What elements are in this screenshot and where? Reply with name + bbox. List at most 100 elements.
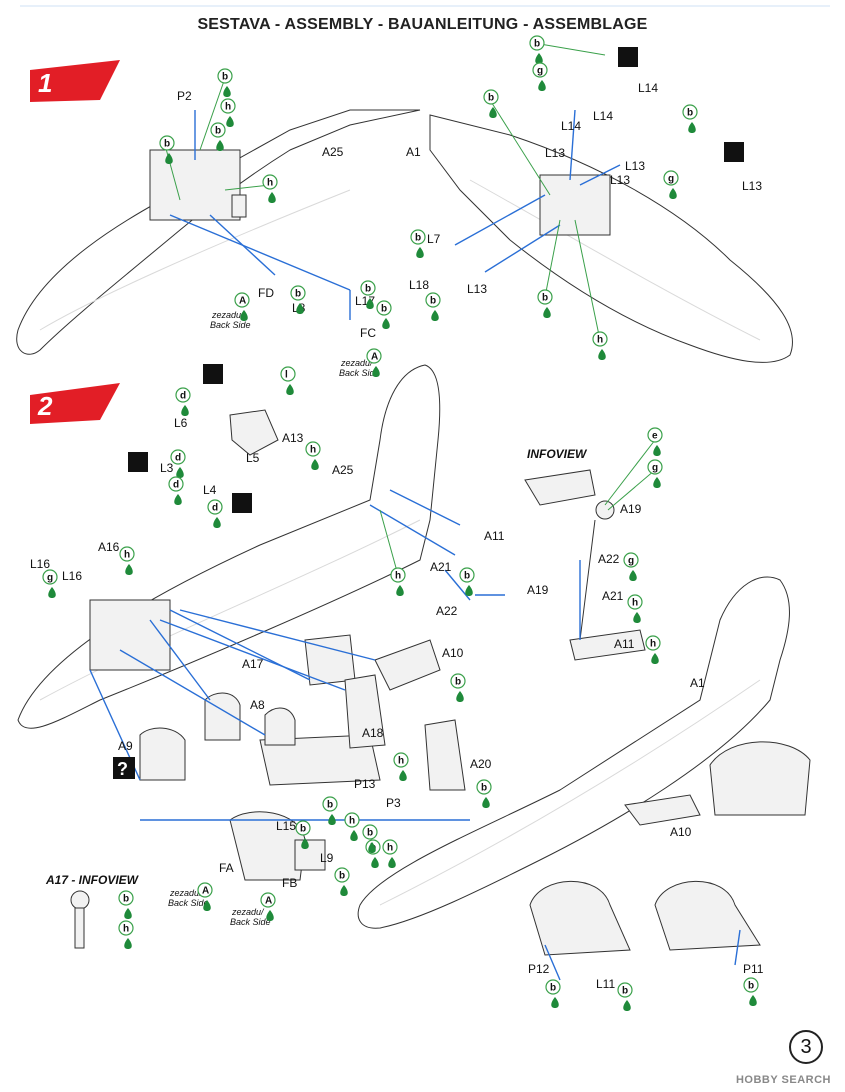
paint-drop-icon [653,445,661,456]
paint-drop-icon [372,366,380,377]
paint-code-callout: h [305,441,321,470]
paint-code-callout: h [592,331,608,360]
question-icon: ? [113,757,135,779]
paint-code-letter: b [381,304,387,315]
label-fd: FD [258,286,274,300]
paint-drop-icon [366,298,374,309]
label-a9: A9 [118,739,133,753]
paint-drop-icon [213,517,221,528]
label-a1: A1 [406,145,421,159]
paint-code-letter: b [430,296,436,307]
paint-code-callout: b [617,982,633,1011]
paint-code-callout: b [529,35,545,64]
paint-drop-icon [223,86,231,97]
paint-code-letter: g [537,66,543,77]
paint-code-callout: g [663,170,679,199]
label-p3: P3 [386,796,401,810]
label-a25-2: A25 [332,463,354,477]
paint-code-callout: A [197,882,213,911]
paint-drop-icon [456,691,464,702]
paint-drop-icon [266,910,274,921]
back-side-note-1a: zezadu/ [211,310,245,320]
paint-drop-icon [226,116,234,127]
paint-code-callout: h [118,920,134,949]
paint-code-callout: A [260,892,276,921]
paint-drop-icon [174,494,182,505]
step-1-badge: 1 [30,60,120,102]
paint-code-callout: b [425,292,441,321]
paint-drops: bhbbhbbbAAbgbbgbbbhdldddhghhbegghhbhbbhb… [42,35,759,1011]
label-a17: A17 [242,657,264,671]
label-l9: L9 [320,851,334,865]
paint-code-callout: b [476,779,492,808]
paint-drop-icon [465,585,473,596]
paint-code-callout: g [647,459,663,488]
paint-code-callout: b [376,300,392,329]
label-l4: L4 [203,483,217,497]
paint-code-letter: h [650,639,656,650]
paint-code-letter: d [212,503,218,514]
label-l5: L5 [246,451,260,465]
infoview-label-a22: A22 [598,552,620,566]
paint-code-callout: h [119,546,135,575]
paint-code-letter: h [398,756,404,767]
paint-code-callout: d [175,387,191,416]
label-fb: FB [282,876,297,890]
label-l16-a: L16 [30,557,50,571]
paint-code-letter: A [371,352,378,363]
paint-code-letter: b [534,39,540,50]
paint-code-callout: g [532,62,548,91]
paint-code-callout: d [170,449,186,478]
paint-code-callout: b [450,673,466,702]
paint-drop-icon [350,830,358,841]
label-a18: A18 [362,726,384,740]
infoview-label-a19: A19 [620,502,642,516]
paint-code-callout: d [207,499,223,528]
paint-code-callout: l [280,366,296,395]
infoview-title: INFOVIEW [527,447,588,461]
step-2-badge: 2 [30,383,120,424]
label-fc: FC [360,326,376,340]
paint-drop-icon [328,814,336,825]
paint-code-letter: h [395,571,401,582]
label-l16-b: L16 [62,569,82,583]
paint-code-letter: g [668,174,674,185]
paint-code-callout: b [159,135,175,164]
paint-drop-icon [124,908,132,919]
paint-code-letter: b [550,983,556,994]
label-a10: A10 [442,646,464,660]
back-side-note-3b: Back Side [168,898,209,908]
label-l3: L3 [160,461,174,475]
paint-code-letter: b [481,783,487,794]
label-l13-b: L13 [625,159,645,173]
paint-code-letter: g [628,556,634,567]
label-fa: FA [219,861,234,875]
label-l14-a: L14 [638,81,658,95]
paint-code-letter: d [180,391,186,402]
paint-code-letter: g [652,463,658,474]
paint-code-callout: h [220,98,236,127]
paint-code-letter: b [295,289,301,300]
paint-code-letter: b [222,72,228,83]
a17-infoview-part [70,890,90,949]
completed-fuselage-a1 [357,576,811,929]
paint-code-callout: b [362,824,378,853]
paint-code-callout: b [360,280,376,309]
label-a1-completed: A1 [690,676,705,690]
cockpit-subassemblies [529,880,761,981]
paint-drop-icon [551,997,559,1008]
paint-code-callout: h [393,752,409,781]
paint-code-callout: b [210,122,226,151]
paint-drop-icon [296,303,304,314]
paint-code-callout: b [290,285,306,314]
paint-drop-icon [286,384,294,395]
label-a11: A11 [484,529,505,543]
paint-code-callout: g [42,569,58,598]
paint-drop-icon [371,857,379,868]
a17-infoview-title: A17 - INFOVIEW [45,873,140,887]
label-a19: A19 [527,583,549,597]
paint-code-callout: b [322,796,338,825]
paint-drop-icon [216,140,224,151]
paint-code-callout: b [483,89,499,118]
paint-drop-icon [651,653,659,664]
